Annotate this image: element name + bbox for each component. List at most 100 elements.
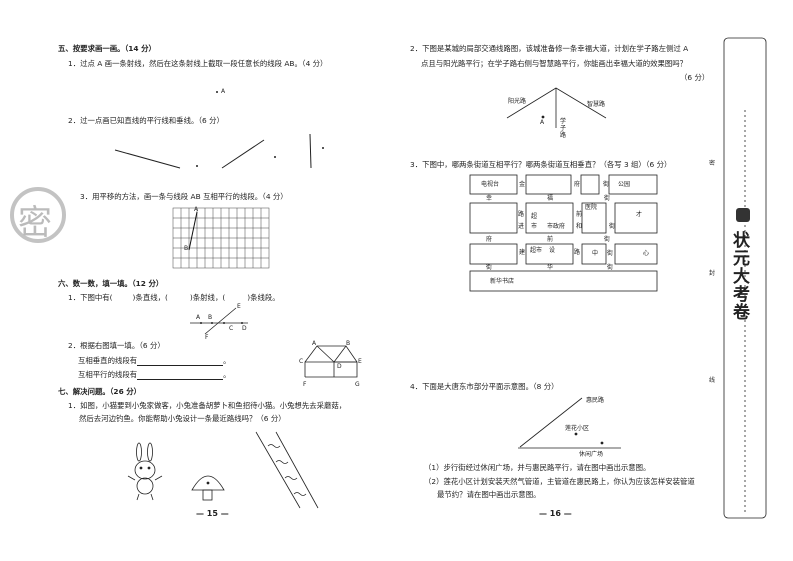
question-6-1: 1．下图中有()条直线，()条射线，()条线段。 [68, 293, 280, 302]
box-tv-station: 电视台 [481, 181, 500, 188]
road-point-a: A [540, 119, 545, 126]
street-char: 街 [607, 250, 614, 257]
given-line-2 [221, 139, 265, 169]
question-r2-score: （6 分） [680, 73, 710, 82]
seal-mark: 封 [709, 270, 716, 277]
grid [172, 207, 270, 269]
street-char: 街 [609, 223, 616, 230]
sidebar-frame [723, 37, 767, 519]
road-yangguang-label: 阳光路 [508, 98, 527, 105]
house-figure [304, 345, 358, 378]
lotus-community-label: 莲花小区 [565, 425, 590, 432]
stamp-glyph: 密 [18, 203, 52, 243]
box-supermarket-1: 超市 [531, 213, 538, 230]
house-label-f: F [303, 381, 307, 388]
brand-title: 状元大考卷 [733, 231, 750, 323]
street-char: 街 [607, 264, 614, 271]
perpendicular-answer: 互相垂直的线段有。 [78, 356, 231, 366]
street-char: 中 [592, 250, 599, 257]
fig-label-c: C [229, 325, 234, 332]
house-label-a: A [312, 340, 317, 347]
question-5-1: 1．过点 A 画一条射线，然后在这条射线上截取一段任意长的线段 AB。（4 分） [68, 59, 328, 68]
parallel-answer: 互相平行的线段有。 [78, 370, 231, 380]
mushroom-illustration [191, 475, 225, 501]
road-zhihui-label: 智慧路 [587, 101, 606, 108]
leisure-plaza-label: 休闲广场 [579, 451, 604, 458]
question-r3: 3．下图中，哪两条街道互相平行？哪两条街道互相垂直？（各写 3 组）（6 分） [410, 160, 672, 169]
box-park: 公园 [618, 181, 631, 188]
brand-logo-icon [736, 208, 750, 222]
box-hospital: 医院 [585, 204, 598, 211]
box-bookstore: 新华书店 [490, 278, 515, 285]
fig-label-b: B [208, 314, 213, 321]
house-label-c: C [299, 358, 304, 365]
box-supermarket-2: 超市 [530, 247, 543, 254]
box-city-hall: 市政府 [547, 223, 566, 230]
fig-label-a: A [196, 314, 201, 321]
city-plan-figure [518, 397, 621, 449]
page-number-left: — 15 — [196, 509, 229, 518]
street-map [469, 174, 658, 292]
seal-mark: 密 [709, 160, 716, 167]
street-char: 进 [518, 223, 525, 230]
street-char: 街 [604, 195, 611, 202]
question-5-3: 3．用平移的方法，画一条与线段 AB 互相平行的线段。（4 分） [80, 192, 288, 201]
fig-label-f: F [205, 334, 209, 341]
question-r4-2-line1: （2）莲花小区计划安装天然气管道，主管道在惠民路上，你认为应该怎样安装管道 [424, 477, 695, 486]
street-char: 路 [518, 211, 525, 218]
fig-label-d: D [242, 325, 247, 332]
page-number-right: — 16 — [539, 509, 572, 518]
river-illustration [255, 431, 319, 509]
street-char: 幸 [486, 195, 493, 202]
question-7-1-line1: 1．如图，小猫要到小兔家做客，小兔准备胡萝卜和鱼招待小猫。小兔想先去采蘑菇， [68, 401, 347, 410]
street-char: 街 [604, 236, 611, 243]
street-char: 府 [486, 236, 493, 243]
street-char: 府 [574, 181, 581, 188]
road-xuezi-label: 学子路 [560, 118, 567, 139]
question-5-2: 2．过一点画已知直线的平行线和垂线。（6 分） [68, 116, 224, 125]
seal-mark: 线 [709, 377, 716, 384]
question-r4-1: （1）步行街经过休闲广场，并与惠民路平行，请在图中画出示意图。 [424, 463, 651, 472]
street-char: 前 [547, 236, 554, 243]
street-char: 华 [547, 264, 554, 271]
house-label-e: E [358, 358, 362, 365]
section-7-title: 七、解决问题。（26 分） [58, 387, 142, 396]
parallel-blank[interactable] [137, 371, 224, 380]
given-line-3 [309, 133, 312, 169]
question-r2-line1: 2．下图是某城的局部交通线路图，该城准备修一条幸福大道，计划在学子路左侧过 A [410, 44, 689, 53]
section-5-title: 五、按要求画一画。（14 分） [58, 44, 156, 53]
house-label-d: D [337, 363, 342, 370]
street-char: 街 [486, 264, 493, 271]
street-char: 前 [576, 211, 583, 218]
question-r4-2-line2: 最节约？请在图中画出示意图。 [437, 490, 541, 499]
confidential-stamp [10, 187, 66, 243]
given-point-2 [274, 156, 276, 158]
rabbit-illustration [127, 442, 163, 501]
street-char: 金 [519, 181, 526, 188]
perpendicular-blank[interactable] [137, 357, 224, 366]
street-char: 设 [549, 247, 556, 254]
fig-label-e: E [237, 303, 241, 310]
street-char: 建 [519, 249, 526, 256]
segment-ab [188, 211, 198, 251]
point-a-dot [216, 91, 218, 93]
question-r2-line2: 点且与阳光路平行；在学子路右侧与智慧路平行，你能画出幸福大道的效果图吗？ [421, 59, 688, 68]
question-7-1-line2: 然后去河边钓鱼。你能帮助小兔设计一条最近路线吗？（6 分） [79, 414, 286, 423]
given-line-1 [114, 149, 181, 169]
question-r4: 4．下面是大唐东市部分平面示意图。（8 分） [410, 382, 559, 391]
given-point-1 [196, 165, 198, 167]
point-a-label: A [221, 88, 226, 95]
grid-label-a: A [194, 206, 199, 213]
line-fe [204, 307, 237, 335]
street-char: 心 [643, 250, 650, 257]
grid-label-b: B [184, 245, 189, 252]
street-char: 路 [574, 249, 581, 256]
section-6-title: 六、数一数，填一填。（12 分） [58, 279, 164, 288]
house-label-b: B [346, 340, 351, 347]
street-char: 街 [603, 181, 610, 188]
question-6-2: 2．根据右图填一填。（6 分） [68, 341, 165, 350]
road-map-figure [506, 87, 607, 128]
street-char: 才 [636, 211, 643, 218]
street-char: 福 [547, 195, 554, 202]
